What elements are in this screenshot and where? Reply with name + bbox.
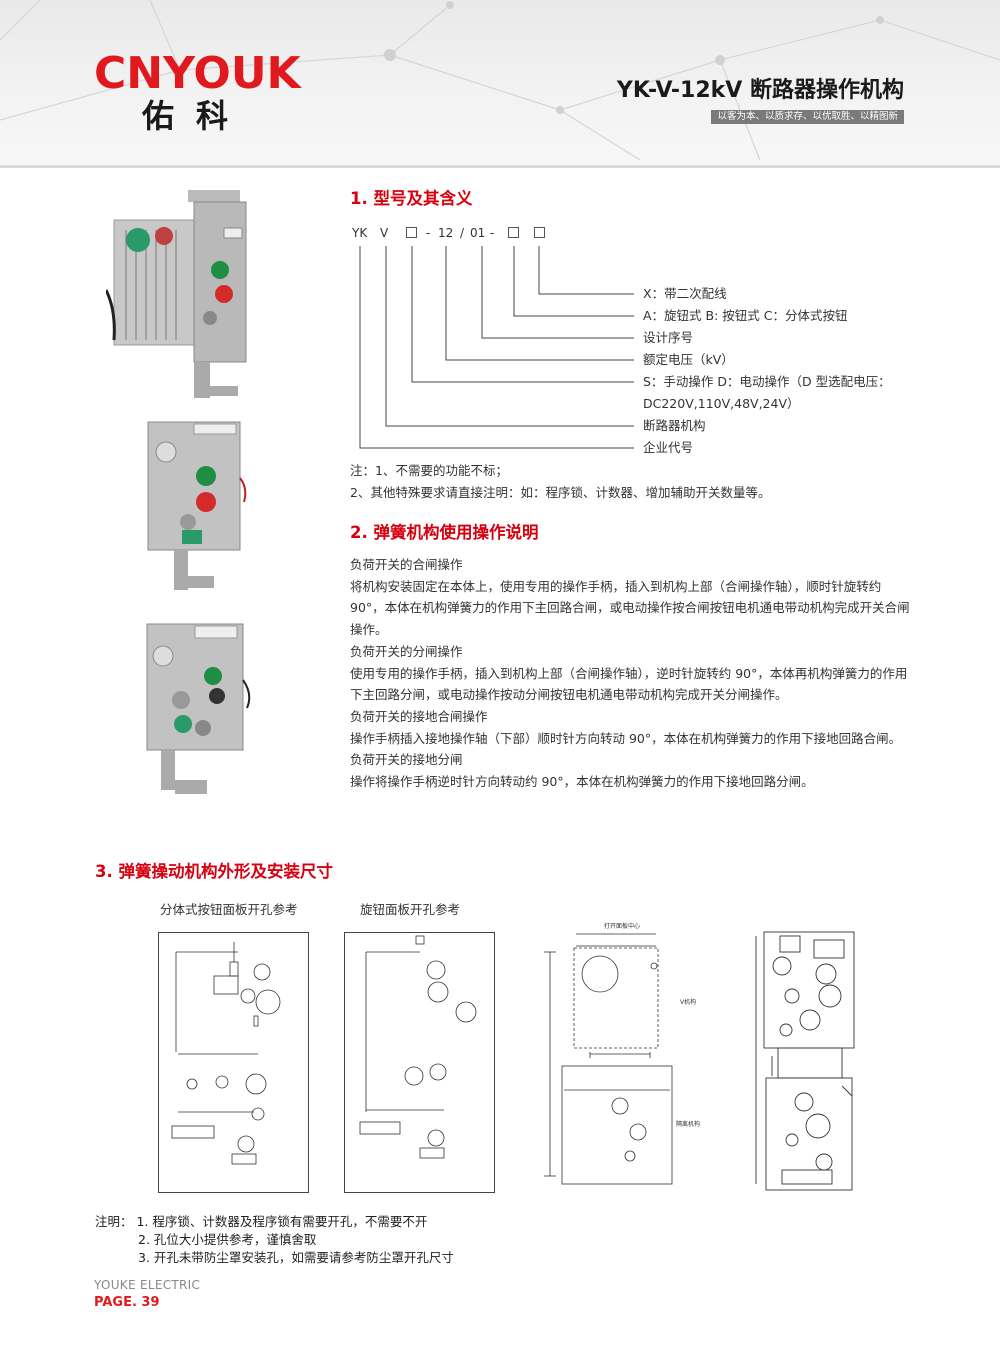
code-box-operation (406, 227, 417, 238)
instruction-heading-earth-open: 负荷开关的接地分闸 (350, 752, 463, 768)
brand-logo-english: CNYOUK (94, 48, 301, 99)
code-box-wiring (534, 227, 545, 238)
section3-title: 3. 弹簧操动机构外形及安装尺寸 (95, 862, 333, 881)
caption-split-button-panel: 分体式按钮面板开孔参考 (160, 902, 298, 917)
model-code-leader-lines (359, 246, 634, 449)
code-label-voltage: 额定电压（kV） (643, 352, 734, 367)
code-label-company: 企业代号 (643, 440, 694, 455)
instruction-text-open: 使用专用的操作手柄，插入到机构上部（合闸操作轴），逆时针旋转约 90°，本体再机… (350, 665, 908, 703)
document-title: YK-V-12kV 断路器操作机构 (616, 78, 904, 103)
code-01: 01 (470, 226, 486, 240)
section3-note-2: 2. 孔位大小提供参考，谨慎舍取 (138, 1232, 317, 1247)
code-slash: / (460, 226, 465, 240)
instruction-heading-earth-close: 负荷开关的接地合闸操作 (350, 708, 488, 724)
drawing-v-mech-label: V机构 (680, 998, 696, 1006)
section1-note-1: 注：1、不需要的功能不标； (350, 463, 508, 478)
product-photo-1 (106, 190, 247, 398)
instruction-text-earth-open: 操作将操作手柄逆时针方向转动约 90°，本体在机构弹簧力的作用下接地回路分闸。 (350, 774, 814, 790)
code-label-design-no: 设计序号 (643, 330, 694, 345)
instruction-text-close: 将机构安装固定在本体上，使用专用的操作手柄，插入到机构上部（合闸操作轴），顺时针… (350, 578, 910, 638)
caption-knob-panel: 旋钮面板开孔参考 (360, 902, 461, 917)
operation-instructions: 负荷开关的合闸操作 将机构安装固定在本体上，使用专用的操作手柄，插入到机构上部（… (350, 554, 910, 793)
instruction-heading-open: 负荷开关的分闸操作 (350, 643, 463, 659)
product-photo-2 (147, 421, 247, 590)
drawing-knob-panel (344, 932, 495, 1193)
section1-title: 1. 型号及其含义 (350, 189, 473, 208)
page-number: PAGE. 39 (94, 1295, 160, 1310)
code-yk: YK (352, 226, 368, 240)
product-photo-3 (146, 623, 251, 794)
page-header: CNYOUK 佑科 YK-V-12kV 断路器操作机构 以客为本、以质求存、以优… (0, 0, 1000, 165)
drawing-isolation-label: 隔离机构 (676, 1120, 700, 1128)
code-dash-2: - (490, 226, 495, 240)
code-label-dc-voltages: DC220V,110V,48V,24V） (643, 396, 800, 411)
drawing-outline-dimensions: 打开面板中心 V机构 隔离机构 (544, 922, 700, 1185)
section3-note-1: 注明： 1. 程序锁、计数器及程序锁有需要开孔，不需要不开 (95, 1214, 428, 1229)
drawing-split-button-panel (158, 932, 309, 1193)
drawing-top-label: 打开面板中心 (604, 922, 640, 930)
section1-note-2: 2、其他特殊要求请直接注明：如：程序锁、计数器、增加辅助开关数量等。 (350, 485, 771, 500)
instruction-heading-close: 负荷开关的合闸操作 (350, 557, 463, 572)
code-label-mechanism: 断路器机构 (643, 418, 706, 433)
code-12: 12 (438, 226, 454, 240)
company-slogan: 以客为本、以质求存、以优取胜、以精图新 (711, 110, 904, 124)
code-v: V (380, 226, 389, 240)
code-label-wiring: X：带二次配线 (643, 286, 727, 301)
code-label-operation: S：手动操作 D：电动操作（D 型选配电压： (643, 374, 891, 389)
section3-note-3: 3. 开孔未带防尘罩安装孔，如需要请参考防尘罩开孔尺寸 (138, 1250, 454, 1265)
footer-brand: YOUKE ELECTRIC (94, 1278, 201, 1292)
header-divider (0, 165, 1000, 168)
instruction-text-earth-close: 操作手柄插入接地操作轴（下部）顺时针方向转动 90°，本体在机构弹簧力的作用下接… (350, 730, 902, 746)
drawing-mechanism-front (755, 931, 855, 1191)
code-label-button-type: A：旋钮式 B: 按钮式 C：分体式按钮 (643, 308, 848, 323)
code-dash-1: - (426, 226, 431, 240)
code-box-type (508, 227, 519, 238)
brand-logo-chinese: 佑科 (142, 97, 251, 135)
section2-title: 2. 弹簧机构使用操作说明 (350, 523, 539, 542)
